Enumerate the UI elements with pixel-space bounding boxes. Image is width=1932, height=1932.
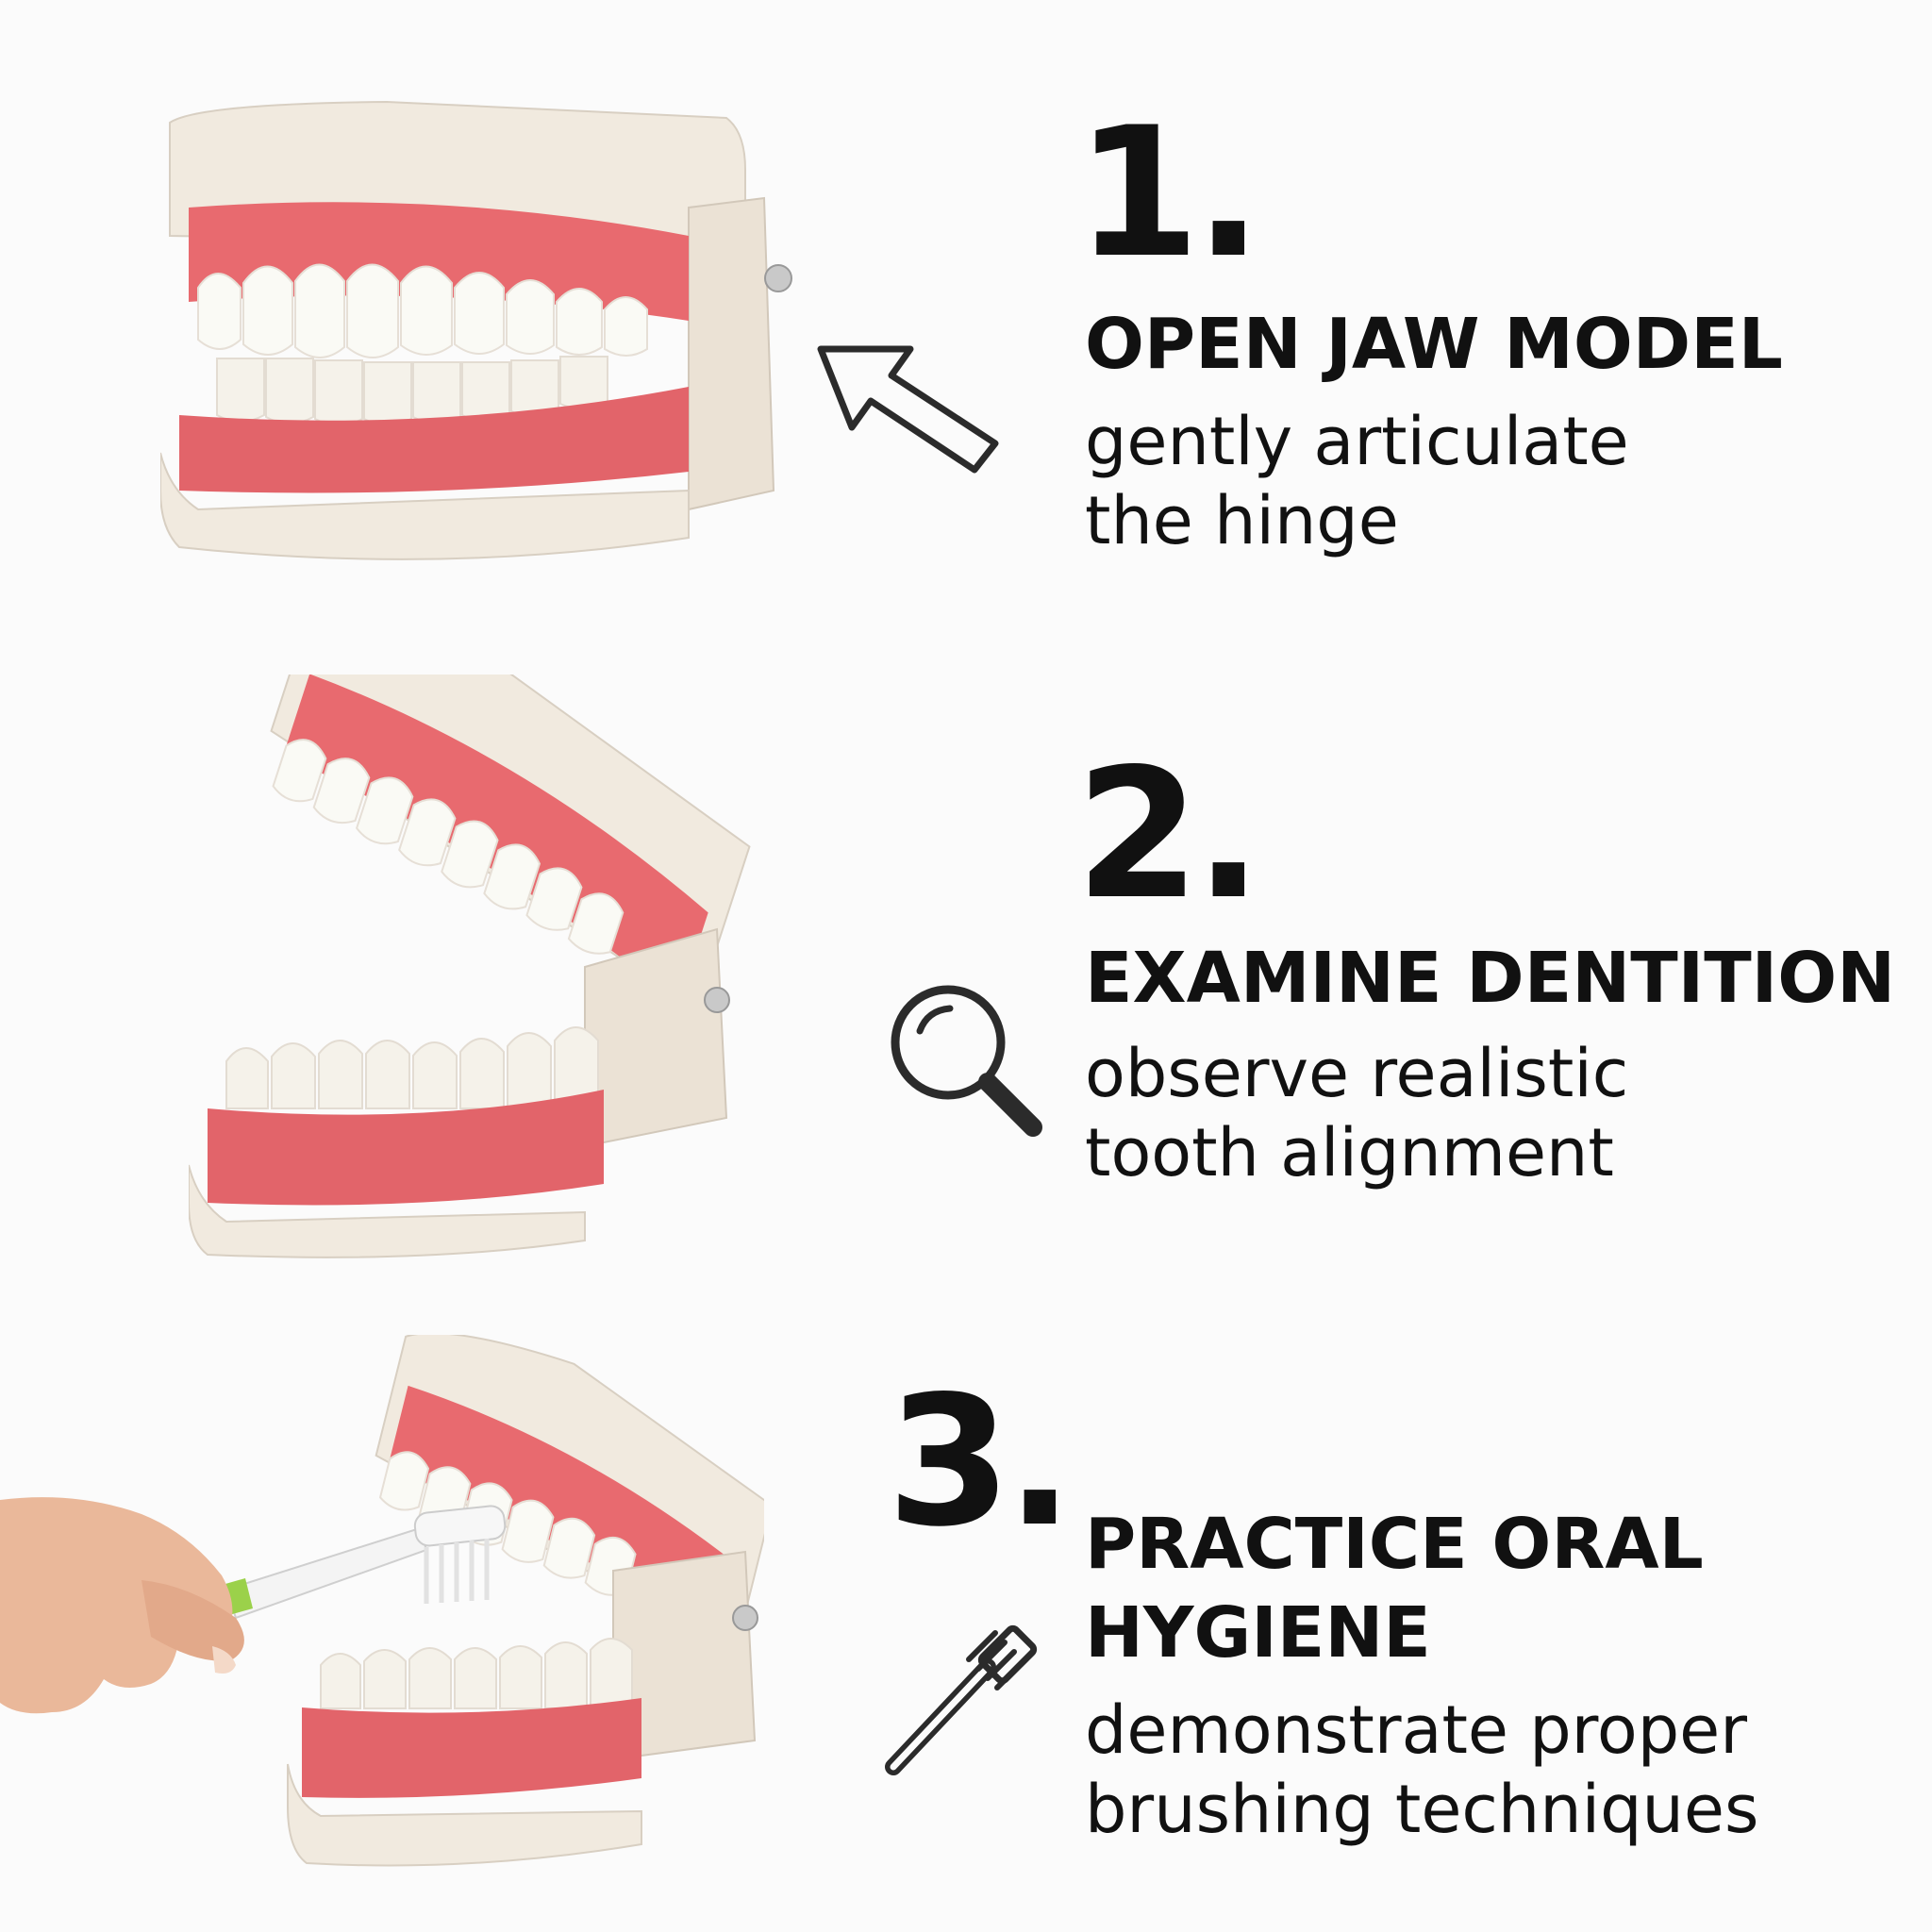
step-1-title: OPEN JAW MODEL bbox=[1085, 300, 1783, 389]
step-2-description-line-1: observe realistic bbox=[1085, 1035, 1629, 1112]
step-2-number: 2. bbox=[1075, 730, 1262, 939]
step-1-number: 1. bbox=[1075, 89, 1262, 297]
step-1-title-line: OPEN JAW MODEL bbox=[1085, 304, 1783, 385]
jaw-model-open-photo bbox=[189, 675, 755, 1259]
step-1-description-line-1: gently articulate bbox=[1085, 403, 1629, 480]
step-3-title-line-2: HYGIENE bbox=[1085, 1592, 1431, 1674]
step-1-description-line-2: the hinge bbox=[1085, 482, 1399, 559]
step-3-title: PRACTICE ORAL HYGIENE bbox=[1085, 1500, 1704, 1677]
toothbrush-icon bbox=[882, 1599, 1047, 1778]
step-3-number: 3. bbox=[887, 1357, 1074, 1566]
step-1-description: gently articulate the hinge bbox=[1085, 402, 1629, 560]
step-3-description: demonstrate proper brushing techniques bbox=[1085, 1690, 1758, 1849]
step-3-title-line-1: PRACTICE ORAL bbox=[1085, 1504, 1704, 1585]
step-2-title: EXAMINE DENTITION bbox=[1085, 934, 1895, 1023]
jaw-model-brushing-photo bbox=[0, 1335, 764, 1901]
step-3-description-line-2: brushing techniques bbox=[1085, 1771, 1759, 1848]
arrow-up-left-icon bbox=[816, 340, 1000, 476]
step-2-description: observe realistic tooth alignment bbox=[1085, 1034, 1628, 1192]
step-2-description-line-2: tooth alignment bbox=[1085, 1114, 1614, 1191]
jaw-model-closed-photo bbox=[160, 94, 802, 585]
step-3-description-line-1: demonstrate proper bbox=[1085, 1691, 1748, 1769]
step-2-title-line: EXAMINE DENTITION bbox=[1085, 938, 1896, 1019]
magnifying-glass-icon bbox=[882, 976, 1047, 1141]
